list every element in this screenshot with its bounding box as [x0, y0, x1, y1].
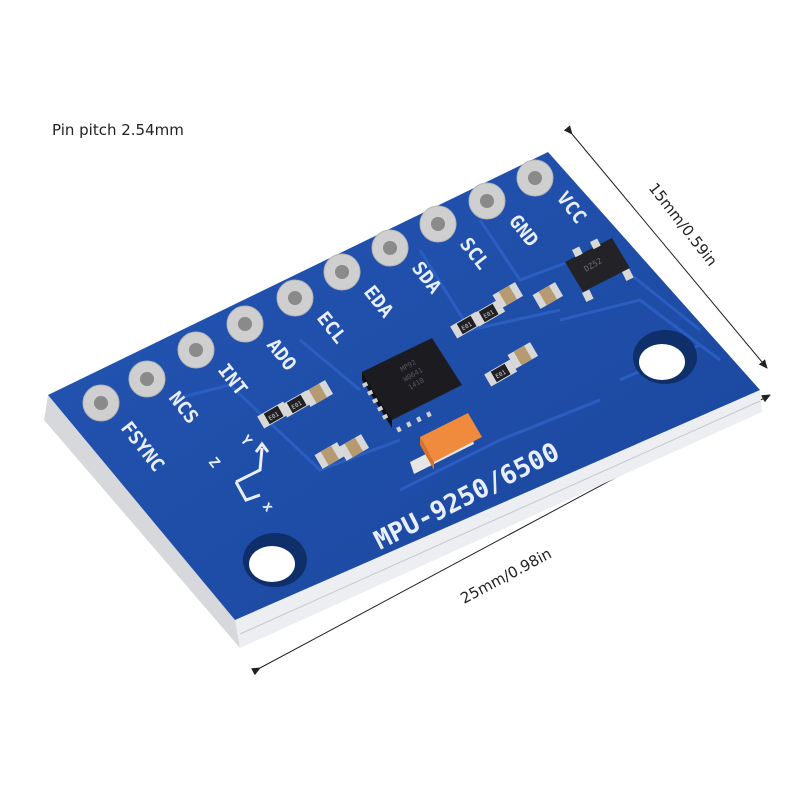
length-dimension-label: 25mm/0.98in	[457, 544, 554, 607]
svg-text:E01: E01	[494, 369, 507, 381]
width-dimension-label: 15mm/0.59in	[645, 179, 721, 269]
smd-capacitors	[302, 282, 564, 469]
pin-pad-ncs	[128, 360, 166, 398]
mounting-hole-left	[243, 533, 307, 587]
imu-chip: MP92 W0641 1410	[362, 338, 462, 433]
smd-resistors: E01 E01 E01 E01 E01	[257, 299, 518, 429]
pin-pad-vcc	[516, 159, 554, 197]
pin-pad-eda	[323, 253, 361, 291]
pin-pad-fsync	[82, 384, 120, 422]
pcb-board: FSYNC NCS INT ADO ECL EDA SDA SCL GND VC…	[44, 152, 762, 648]
pin-header-pads	[82, 159, 554, 422]
pin-pad-scl	[419, 205, 457, 243]
pin-pad-int	[177, 331, 215, 369]
mounting-hole-right	[633, 330, 697, 384]
pin-pad-ado	[226, 305, 264, 343]
axis-indicator	[234, 441, 270, 502]
svg-text:E01: E01	[267, 411, 280, 423]
resistor-4: E01	[472, 299, 506, 327]
pin-pad-ecl	[276, 279, 314, 317]
pin-pad-gnd	[468, 182, 506, 220]
resistor-5: E01	[484, 359, 518, 387]
svg-text:E01: E01	[460, 321, 473, 333]
pin-pitch-caption: Pin pitch 2.54mm	[52, 121, 184, 139]
svg-text:E01: E01	[290, 400, 303, 412]
resistor-2: E01	[280, 390, 314, 418]
tantalum-capacitor	[410, 413, 482, 474]
voltage-regulator: DZ52	[565, 238, 634, 302]
svg-text:E01: E01	[482, 309, 495, 321]
pin-pad-sda	[371, 229, 409, 267]
